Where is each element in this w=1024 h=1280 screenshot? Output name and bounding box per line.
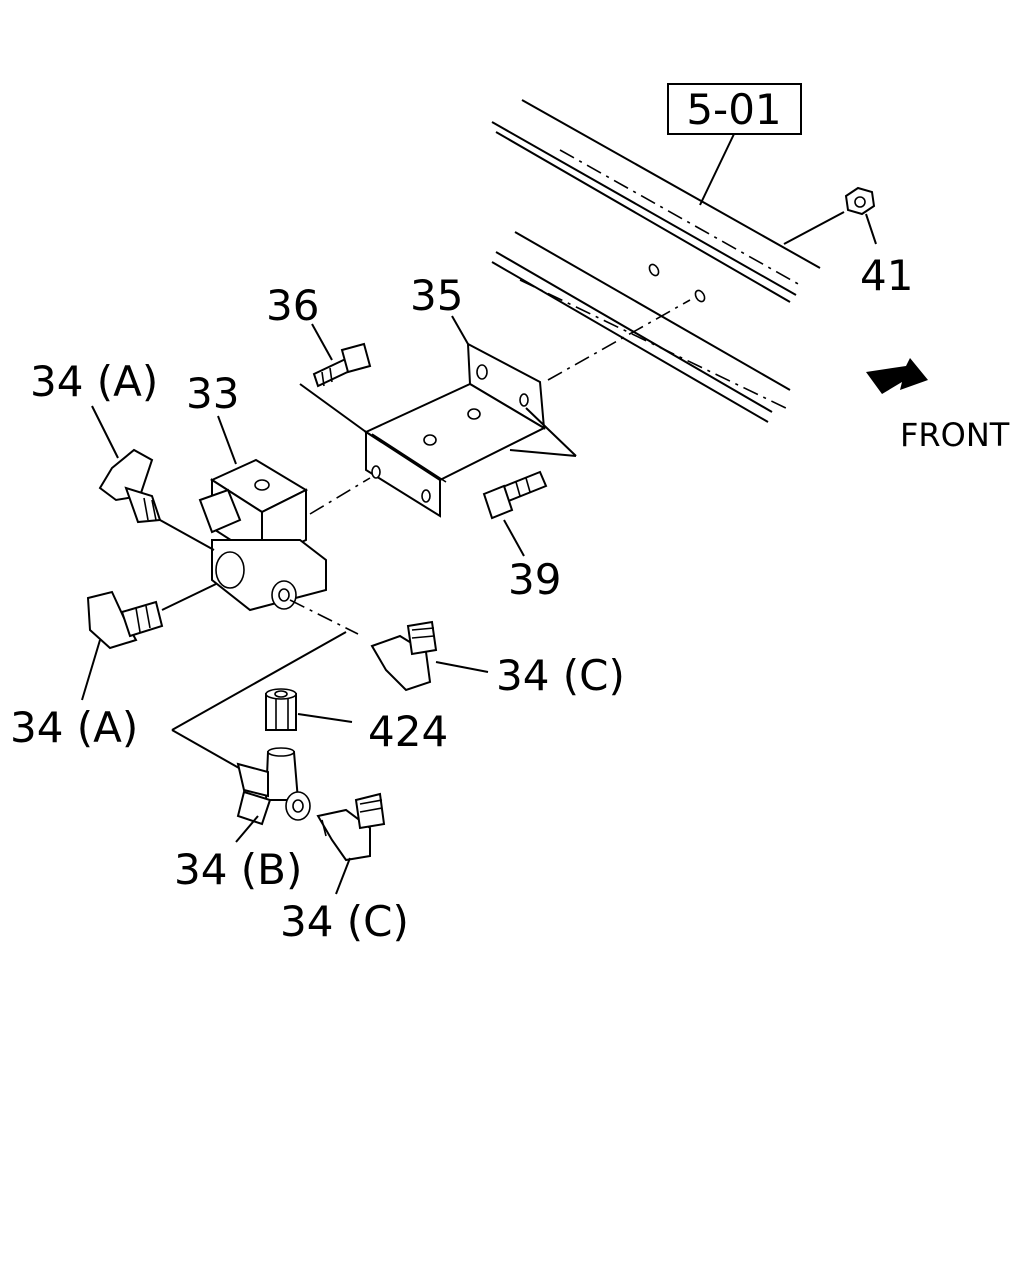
- label-35: 35: [410, 271, 463, 320]
- label-34a-top: 34 (A): [30, 357, 158, 406]
- label-39: 39: [508, 555, 561, 604]
- label-41: 41: [860, 251, 913, 300]
- front-label: FRONT: [900, 416, 1010, 454]
- bolt-39: [482, 407, 577, 520]
- label-34c-right: 34 (C): [496, 651, 625, 700]
- connector-lines: [171, 631, 347, 773]
- fitting-34c-bottom: [316, 792, 386, 862]
- label-424: 424: [368, 707, 448, 756]
- fitting-34c-right: [370, 620, 489, 692]
- fitting-34b: [236, 747, 311, 826]
- label-34b: 34 (B): [174, 845, 302, 894]
- label-34a-bottom: 34 (A): [10, 703, 138, 752]
- label-33: 33: [186, 369, 239, 418]
- fitting-34a-top: [98, 448, 215, 551]
- label-34c-bottom: 34 (C): [280, 897, 409, 946]
- front-arrow-icon: [866, 358, 928, 394]
- nut-41: [783, 186, 877, 245]
- bracket-35: [363, 299, 691, 518]
- label-36: 36: [266, 281, 319, 330]
- fitting-34a-bottom: [86, 583, 217, 650]
- reference-box-label: 5-01: [686, 85, 781, 134]
- reference-box[interactable]: 5-01: [667, 83, 802, 206]
- solenoid-valve-33: [198, 458, 371, 635]
- part-424: [265, 688, 353, 731]
- frame-rail: [491, 99, 821, 423]
- bolt-36: [299, 342, 372, 433]
